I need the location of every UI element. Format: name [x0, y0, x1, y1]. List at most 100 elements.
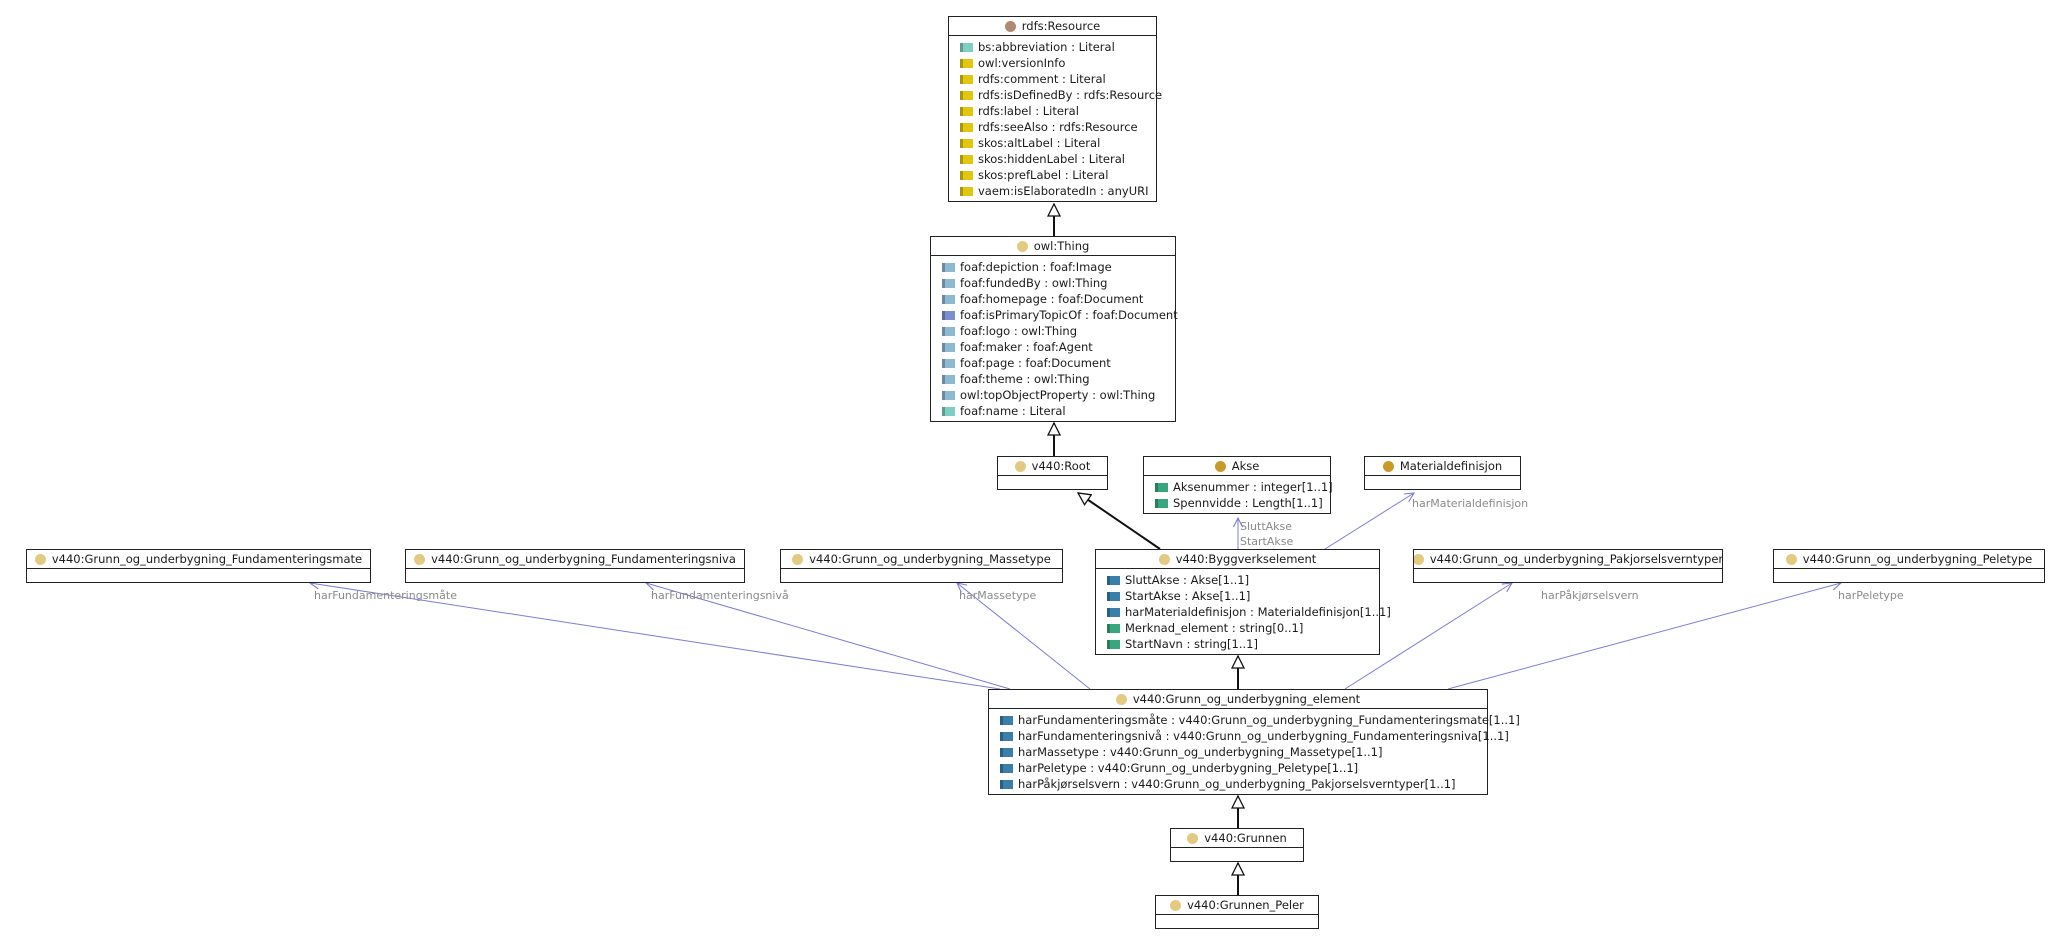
class-circle-icon — [1004, 20, 1016, 32]
class-attribute-row[interactable]: rdfs:seeAlso : rdfs:Resource — [960, 119, 1156, 135]
property-icon — [1107, 607, 1120, 617]
class-box-massetype[interactable]: v440:Grunn_og_underbygning_Massetype — [780, 549, 1063, 583]
class-attribute-row[interactable]: harFundamenteringsmåte : v440:Grunn_og_u… — [1000, 712, 1520, 728]
property-icon — [960, 154, 973, 164]
property-icon — [1107, 623, 1120, 633]
class-title: Materialdefinisjon — [1399, 459, 1503, 473]
class-circle-icon — [1158, 553, 1170, 565]
class-box-grunnen-peler[interactable]: v440:Grunnen_Peler — [1155, 895, 1319, 929]
class-box-fund-niva[interactable]: v440:Grunn_og_underbygning_Fundamenterin… — [405, 549, 745, 583]
edge-label-har-fundamenteringsmate: harFundamenteringsmåte — [314, 589, 457, 602]
class-title: v440:Grunn_og_underbygning_Peletype — [1802, 552, 2033, 566]
property-icon — [942, 278, 955, 288]
class-attribute-row[interactable]: foaf:homepage : foaf:Document — [942, 291, 1175, 307]
property-icon — [942, 310, 955, 320]
property-icon — [942, 358, 955, 368]
class-header[interactable]: v440:Grunn_og_underbygning_element — [989, 690, 1487, 709]
property-icon — [960, 58, 973, 68]
class-attribute-row[interactable]: harMaterialdefinisjon : Materialdefinisj… — [1107, 604, 1391, 620]
class-header[interactable]: v440:Grunnen — [1171, 829, 1303, 848]
class-header[interactable]: Akse — [1144, 457, 1330, 476]
attribute-text: skos:prefLabel : Literal — [978, 168, 1109, 182]
class-header[interactable]: v440:Grunn_og_underbygning_Peletype — [1774, 550, 2044, 569]
property-icon — [960, 122, 973, 132]
class-header[interactable]: v440:Grunnen_Peler — [1156, 896, 1318, 915]
attribute-text: Aksenummer : integer[1..1] — [1173, 480, 1333, 494]
class-attribute-row[interactable]: harFundamenteringsnivå : v440:Grunn_og_u… — [1000, 728, 1509, 744]
class-box-pakjorsel[interactable]: v440:Grunn_og_underbygning_Pakjorselsver… — [1413, 549, 1723, 583]
class-attribute-row[interactable]: rdfs:label : Literal — [960, 103, 1156, 119]
class-attribute-row[interactable]: foaf:page : foaf:Document — [942, 355, 1175, 371]
class-box-gou-element[interactable]: v440:Grunn_og_underbygning_element harFun… — [988, 689, 1520, 795]
attribute-text: SluttAkse : Akse[1..1] — [1125, 573, 1250, 587]
class-attribute-row[interactable]: owl:versionInfo — [960, 55, 1156, 71]
class-attribute-row[interactable]: harPåkjørselsvern : v440:Grunn_og_underb… — [1000, 776, 1487, 792]
class-attribute-row[interactable]: SluttAkse : Akse[1..1] — [1107, 572, 1379, 588]
class-attribute-row[interactable]: StartAkse : Akse[1..1] — [1107, 588, 1379, 604]
class-header[interactable]: v440:Grunn_og_underbygning_Fundamenterin… — [27, 550, 370, 569]
attribute-text: rdfs:comment : Literal — [978, 72, 1106, 86]
class-box-grunnen[interactable]: v440:Grunnen — [1170, 828, 1304, 862]
class-attribute-row[interactable]: rdfs:isDefinedBy : rdfs:Resource — [960, 87, 1162, 103]
class-title: v440:Grunn_og_underbygning_element — [1132, 692, 1361, 706]
class-box-materialdef[interactable]: Materialdefinisjon — [1364, 456, 1521, 490]
class-header[interactable]: Materialdefinisjon — [1365, 457, 1520, 476]
class-attribute-row[interactable]: foaf:maker : foaf:Agent — [942, 339, 1175, 355]
class-box-root[interactable]: v440:Root — [997, 456, 1108, 490]
attribute-text: rdfs:isDefinedBy : rdfs:Resource — [978, 88, 1163, 102]
class-attribute-row[interactable]: harMassetype : v440:Grunn_og_underbygnin… — [1000, 744, 1487, 760]
class-header[interactable]: v440:Grunn_og_underbygning_Pakjorselsver… — [1414, 550, 1722, 569]
class-attribute-row[interactable]: harPeletype : v440:Grunn_og_underbygning… — [1000, 760, 1487, 776]
class-attribute-row[interactable]: skos:prefLabel : Literal — [960, 167, 1156, 183]
class-circle-icon — [34, 553, 46, 565]
class-header[interactable]: v440:Grunn_og_underbygning_Fundamenterin… — [406, 550, 744, 569]
property-icon — [960, 170, 973, 180]
class-attribute-row[interactable]: StartNavn : string[1..1] — [1107, 636, 1379, 652]
class-attribute-row[interactable]: Aksenummer : integer[1..1] — [1155, 479, 1333, 495]
class-title: v440:Grunnen — [1204, 831, 1287, 845]
class-attribute-row[interactable]: foaf:fundedBy : owl:Thing — [942, 275, 1175, 291]
class-attribute-row[interactable]: Merknad_element : string[0..1] — [1107, 620, 1379, 636]
class-attribute-row[interactable]: rdfs:comment : Literal — [960, 71, 1156, 87]
property-icon — [942, 326, 955, 336]
class-box-peletype[interactable]: v440:Grunn_og_underbygning_Peletype — [1773, 549, 2045, 583]
class-header[interactable]: rdfs:Resource — [949, 17, 1156, 36]
property-icon — [942, 294, 955, 304]
property-icon — [1000, 715, 1013, 725]
class-attribute-row[interactable]: skos:altLabel : Literal — [960, 135, 1156, 151]
class-circle-icon — [1382, 460, 1394, 472]
edge-label-slutt-akse: SluttAkse — [1240, 520, 1293, 533]
attribute-text: StartAkse : Akse[1..1] — [1125, 589, 1251, 603]
class-attribute-row[interactable]: foaf:name : Literal — [942, 403, 1175, 419]
edge-label-har-peletype: harPeletype — [1838, 589, 1904, 602]
class-title: v440:Grunn_og_underbygning_Fundamenterin… — [51, 552, 363, 566]
class-header[interactable]: v440:Grunn_og_underbygning_Massetype — [781, 550, 1062, 569]
class-attribute-row[interactable]: foaf:theme : owl:Thing — [942, 371, 1175, 387]
class-box-fund-mate[interactable]: v440:Grunn_og_underbygning_Fundamenterin… — [26, 549, 371, 583]
class-attribute-row[interactable]: foaf:logo : owl:Thing — [942, 323, 1175, 339]
class-attribute-row[interactable]: skos:hiddenLabel : Literal — [960, 151, 1156, 167]
class-attribute-row[interactable]: Spennvidde : Length[1..1] — [1155, 495, 1330, 511]
class-header[interactable]: owl:Thing — [931, 237, 1175, 256]
class-attributes — [998, 476, 1107, 489]
attribute-text: foaf:logo : owl:Thing — [960, 324, 1078, 338]
class-attribute-row[interactable]: bs:abbreviation : Literal — [960, 39, 1156, 55]
class-attributes: harFundamenteringsmåte : v440:Grunn_og_u… — [989, 709, 1520, 794]
class-circle-icon — [414, 553, 426, 565]
class-attribute-row[interactable]: owl:topObjectProperty : owl:Thing — [942, 387, 1175, 403]
class-header[interactable]: v440:Root — [998, 457, 1107, 476]
class-attribute-row[interactable]: foaf:depiction : foaf:Image — [942, 259, 1175, 275]
attribute-text: harFundamenteringsnivå : v440:Grunn_og_u… — [1018, 729, 1509, 743]
class-title: v440:Grunn_og_underbygning_Fundamenterin… — [431, 552, 736, 566]
property-icon — [1000, 747, 1013, 757]
class-attribute-row[interactable]: foaf:isPrimaryTopicOf : foaf:Document — [942, 307, 1178, 323]
class-attribute-row[interactable]: vaem:isElaboratedIn : anyURI — [960, 183, 1156, 199]
class-circle-icon — [1214, 460, 1226, 472]
class-title: v440:Root — [1031, 459, 1091, 473]
class-header[interactable]: v440:Byggverkselement — [1096, 550, 1379, 569]
class-attributes — [406, 569, 744, 582]
